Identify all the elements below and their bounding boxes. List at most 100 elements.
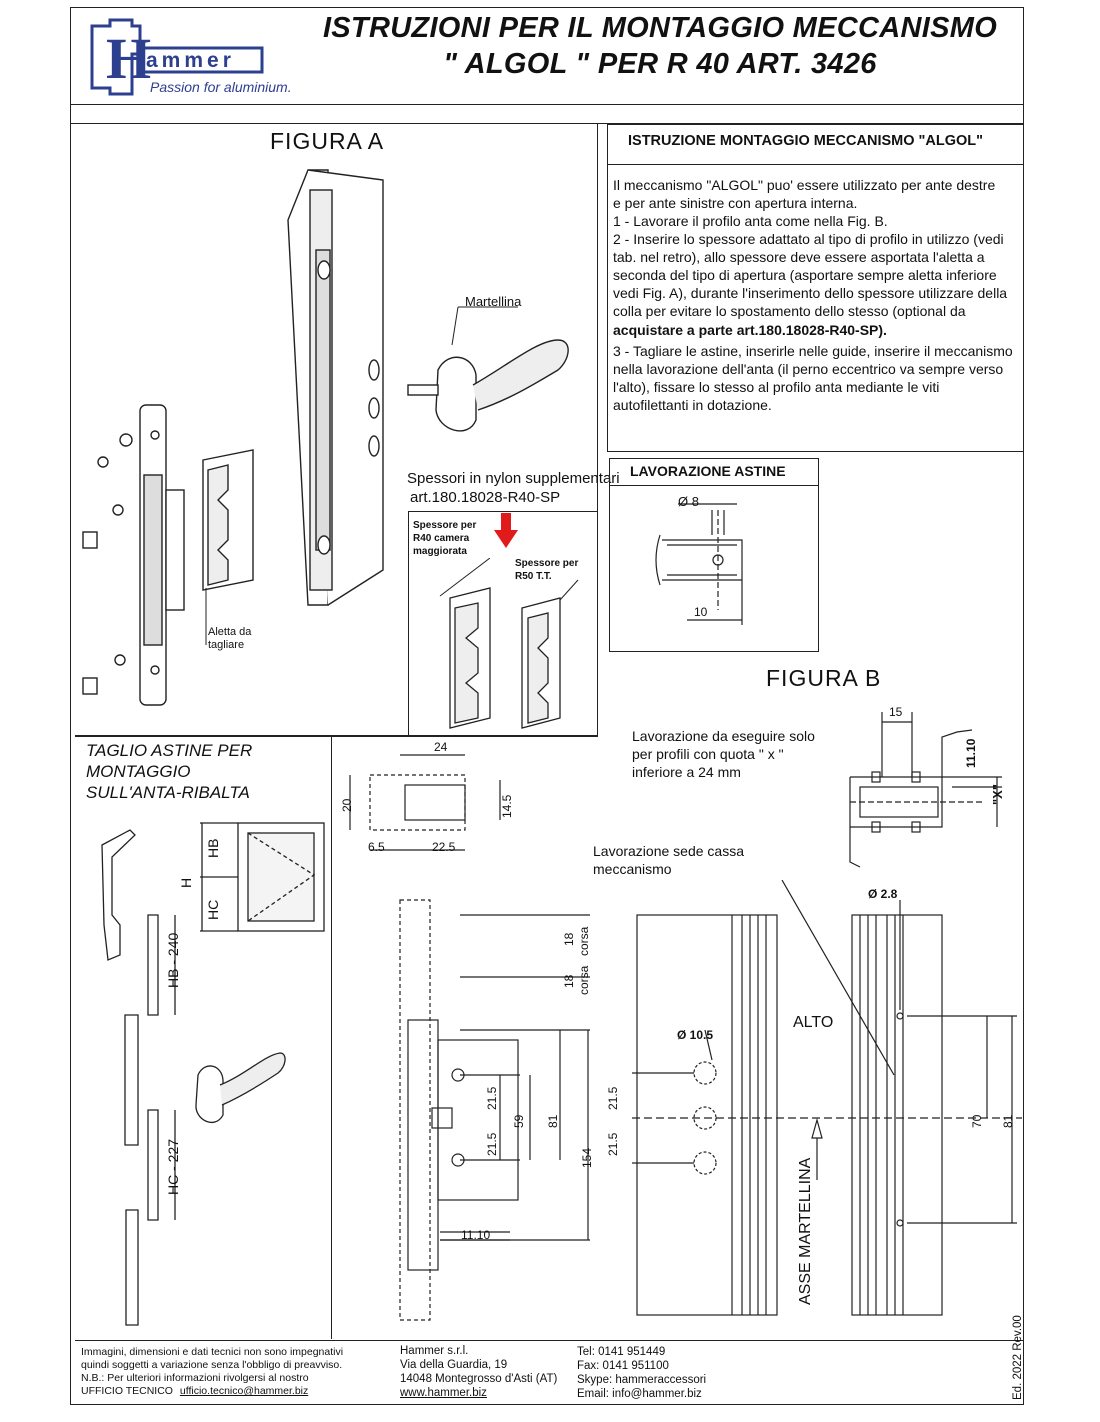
spessore-r50-1: Spessore per [515,558,579,569]
footer-email[interactable]: Email: info@hammer.biz [577,1388,702,1400]
instr-line: 1 - Lavorare il profilo anta come nella … [613,213,888,229]
taglio-hb: HB [205,838,221,858]
taglio-h: H [178,877,194,888]
instr-line: colla per evitare lo spostamento dello s… [613,303,966,319]
figura-a-title: FIGURA A [270,128,385,154]
taglio-hc227: HC - 227 [165,1138,181,1195]
footer-disclaimer-1: Immagini, dimensioni e dati tecnici non … [81,1346,344,1358]
lavorazione-astine-box [609,458,819,652]
astine-dim-label: 10 [694,605,708,619]
cassa-dia-28: Ø 2.8 [868,887,898,901]
instr-line: acquistare a parte art.180.18028-R40-SP)… [613,322,887,338]
logo-tagline: Passion for aluminium. [150,79,292,95]
mech-corsa-b: corsa [577,965,591,995]
footer-divider [75,1340,1024,1341]
instr-line: 3 - Tagliare le astine, inserirle nelle … [613,343,1013,359]
logo-word: ammer [146,49,235,72]
taglio-hb240: HB - 240 [165,932,181,988]
figura-b-title: FIGURA B [766,665,882,691]
mech-corsa-18b: 18 [562,974,576,988]
cassa-dia-105: Ø 10.5 [677,1028,714,1042]
red-arrow-icon [494,513,518,548]
page-frame [70,7,1024,1405]
astine-drawing [655,503,743,625]
figura-b-note-3: inferiore a 24 mm [632,764,741,780]
mech-dim-81: 81 [546,1114,560,1128]
instr-line: 2 - Inserire lo spessore adattato al tip… [613,231,1004,247]
footer-ufficio-label: UFFICIO TECNICO [81,1385,173,1397]
mech-dim-154: 154 [580,1147,594,1168]
mech-dim-215a: 21.5 [485,1086,499,1110]
mech-dim-24: 24 [434,740,448,754]
mech-dim-59: 59 [512,1114,526,1128]
lavorazione-divider [609,485,819,486]
cassa-dim-70: 70 [970,1114,984,1128]
taglio-title-1: TAGLIO ASTINE PER [86,741,253,760]
footer-disclaimer-2: quindi soggetti a variazione senza l'obb… [81,1359,343,1371]
footer-city: 14048 Montegrosso d'Asti (AT) [400,1373,558,1385]
figura-b-note-1: Lavorazione da eseguire solo [632,728,815,744]
doc-title-line1: ISTRUZIONI PER IL MONTAGGIO MECCANISMO [322,12,998,44]
spessori-drawing [439,558,579,729]
hammer-logo: H ammer Passion for aluminium. [90,18,292,96]
doc-title-line2: " ALGOL " PER R 40 ART. 3426 [443,48,877,80]
astine-dia-label: Ø 8 [678,494,699,509]
instr-line: Il meccanismo "ALGOL" puo' essere utiliz… [613,177,996,193]
taglio-hc: HC [205,899,221,920]
instr-line: seconda del tipo di apertura (asportare … [613,267,997,283]
mech-dim-215b: 21.5 [485,1132,499,1156]
profile-dim-15: 15 [889,705,903,719]
figura-b-note-2: per profili con quota " x " [632,746,784,762]
mech-dim-20: 20 [340,798,354,812]
footer-street: Via della Guardia, 19 [400,1359,508,1371]
mech-dim-65: 6.5 [368,840,385,854]
cassa-drawing [632,880,1022,1316]
mech-dim-1110: 11.10 [461,1228,491,1242]
aletta-label-1: Aletta da [208,626,252,638]
profile-dim-1110: 11.10 [964,738,978,768]
footer-disclaimer-3: N.B.: Per ulteriori informazioni rivolge… [81,1372,309,1384]
footer-tel: Tel: 0141 951449 [577,1346,666,1358]
taglio-drawing [101,822,325,1326]
header-divider [70,104,1024,105]
footer-ufficio: UFFICIO TECNICO ufficio.tecnico@hammer.b… [81,1384,308,1398]
spessori-title-2: art.180.18028-R40-SP [410,489,561,506]
footer-fax: Fax: 0141 951100 [577,1360,669,1372]
instr-line: vedi Fig. A), durante l'inserimento dell… [613,285,1008,301]
instr-line: l'alto), fissare lo stesso al profilo an… [613,379,940,395]
spessori-title-1: Spessori in nylon supplementari [407,470,620,487]
profile-section-drawing [849,712,1002,868]
spessore-r40-3: maggiorata [413,546,467,557]
spessore-r40-2: R40 camera [413,533,470,544]
lavorazione-astine-title: LAVORAZIONE ASTINE [630,463,786,479]
aletta-label-2: tagliare [208,639,245,651]
instructions-title: ISTRUZIONE MONTAGGIO MECCANISMO "ALGOL" [628,133,984,149]
mech-corsa-a: corsa [577,926,591,956]
profile-dim-x: "X" [990,784,1005,805]
spessori-inset [408,511,598,736]
cassa-alto: ALTO [793,1014,834,1031]
sede-label-2: meccanismo [593,861,672,877]
taglio-title-3: SULL'ANTA-RIBALTA [86,783,250,802]
cassa-dim-81: 81 [1001,1114,1015,1128]
mech-dim-225: 22.5 [432,840,456,854]
mech-dim-145: 14.5 [500,794,514,818]
footer-ufficio-email[interactable]: ufficio.tecnico@hammer.biz [179,1385,309,1397]
figura-a-drawing [82,169,569,706]
footer-company: Hammer s.r.l. [400,1345,469,1357]
instr-line: autofilettanti in dotazione. [613,397,772,413]
mechanism-drawing [349,754,590,1321]
instr-line: tab. nel retro), allo spessore deve esse… [613,249,985,265]
martellina-label: Martellina [465,294,522,309]
taglio-divider [75,736,598,737]
instr-line: nella lavorazione dell'anta (il perno ec… [613,361,1004,377]
instr-line: e per ante sinistre con apertura interna… [613,195,858,211]
footer-skype: Skype: hammeraccessori [577,1374,707,1386]
logo-letter: H [106,26,151,91]
sede-label-1: Lavorazione sede cassa [593,843,744,859]
footer-edition: Ed. 2022 Rev.00 [1012,1315,1024,1400]
footer-website[interactable]: www.hammer.biz [400,1387,487,1399]
instructions-divider [607,164,1024,165]
mech-corsa-18a: 18 [562,932,576,946]
spessore-r50-2: R50 T.T. [515,571,552,582]
